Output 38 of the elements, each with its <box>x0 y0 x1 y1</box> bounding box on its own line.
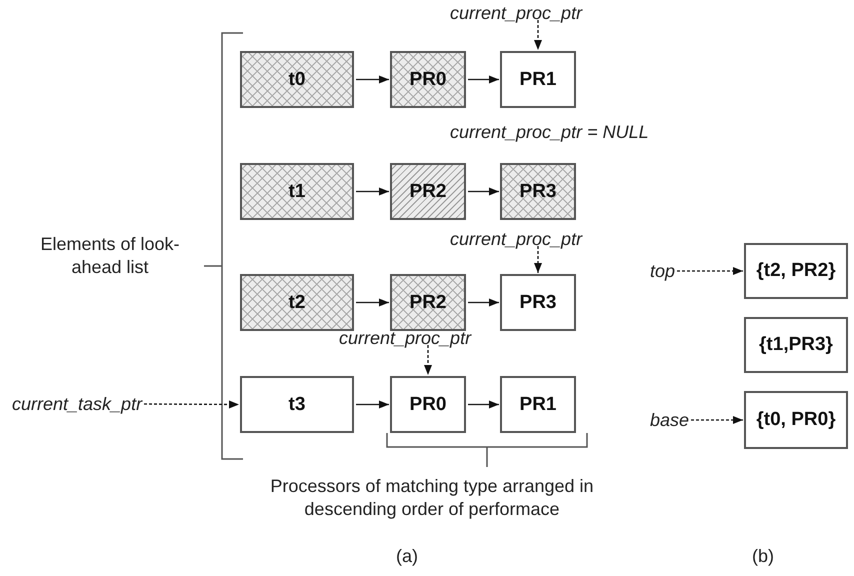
arrow <box>691 416 743 424</box>
list-node: PR2 <box>390 274 466 331</box>
pointer-label: current_proc_ptr <box>450 2 582 24</box>
arrow <box>534 246 542 273</box>
pointer-label: top <box>650 260 676 282</box>
list-node: PR2 <box>390 163 466 220</box>
list-node: PR0 <box>390 51 466 108</box>
arrow <box>468 76 499 84</box>
pointer-label: base <box>650 409 690 431</box>
arrow <box>468 400 499 408</box>
list-node: PR3 <box>500 163 576 220</box>
list-node: {t1,PR3} <box>744 317 848 373</box>
pointer-note: current_proc_ptr = NULL <box>450 121 649 144</box>
list-node: t3 <box>240 376 354 433</box>
list-node: {t0, PR0} <box>744 391 848 449</box>
list-node: PR0 <box>390 376 466 433</box>
arrow <box>144 400 239 408</box>
list-node: t1 <box>240 163 354 220</box>
pointer-label: current_proc_ptr <box>450 228 582 250</box>
list-node: PR1 <box>500 51 576 108</box>
list-node: t0 <box>240 51 354 108</box>
bracket-label: Processors of matching type arranged in descending order of performace <box>269 475 595 521</box>
arrow <box>677 267 743 275</box>
arrow <box>356 400 389 408</box>
arrow <box>356 76 389 84</box>
pointer-label: current_task_ptr <box>12 393 142 415</box>
list-node: PR1 <box>500 376 576 433</box>
arrow <box>468 188 499 196</box>
list-node: t2 <box>240 274 354 331</box>
panel-label: (a) <box>396 545 418 568</box>
arrow <box>356 188 389 196</box>
list-node: {t2, PR2} <box>744 243 848 299</box>
list-node: PR3 <box>500 274 576 331</box>
arrow <box>356 298 389 306</box>
arrow <box>534 20 542 50</box>
arrow <box>468 298 499 306</box>
bracket-label: Elements of look-ahead list <box>40 233 180 279</box>
panel-label: (b) <box>752 545 774 568</box>
